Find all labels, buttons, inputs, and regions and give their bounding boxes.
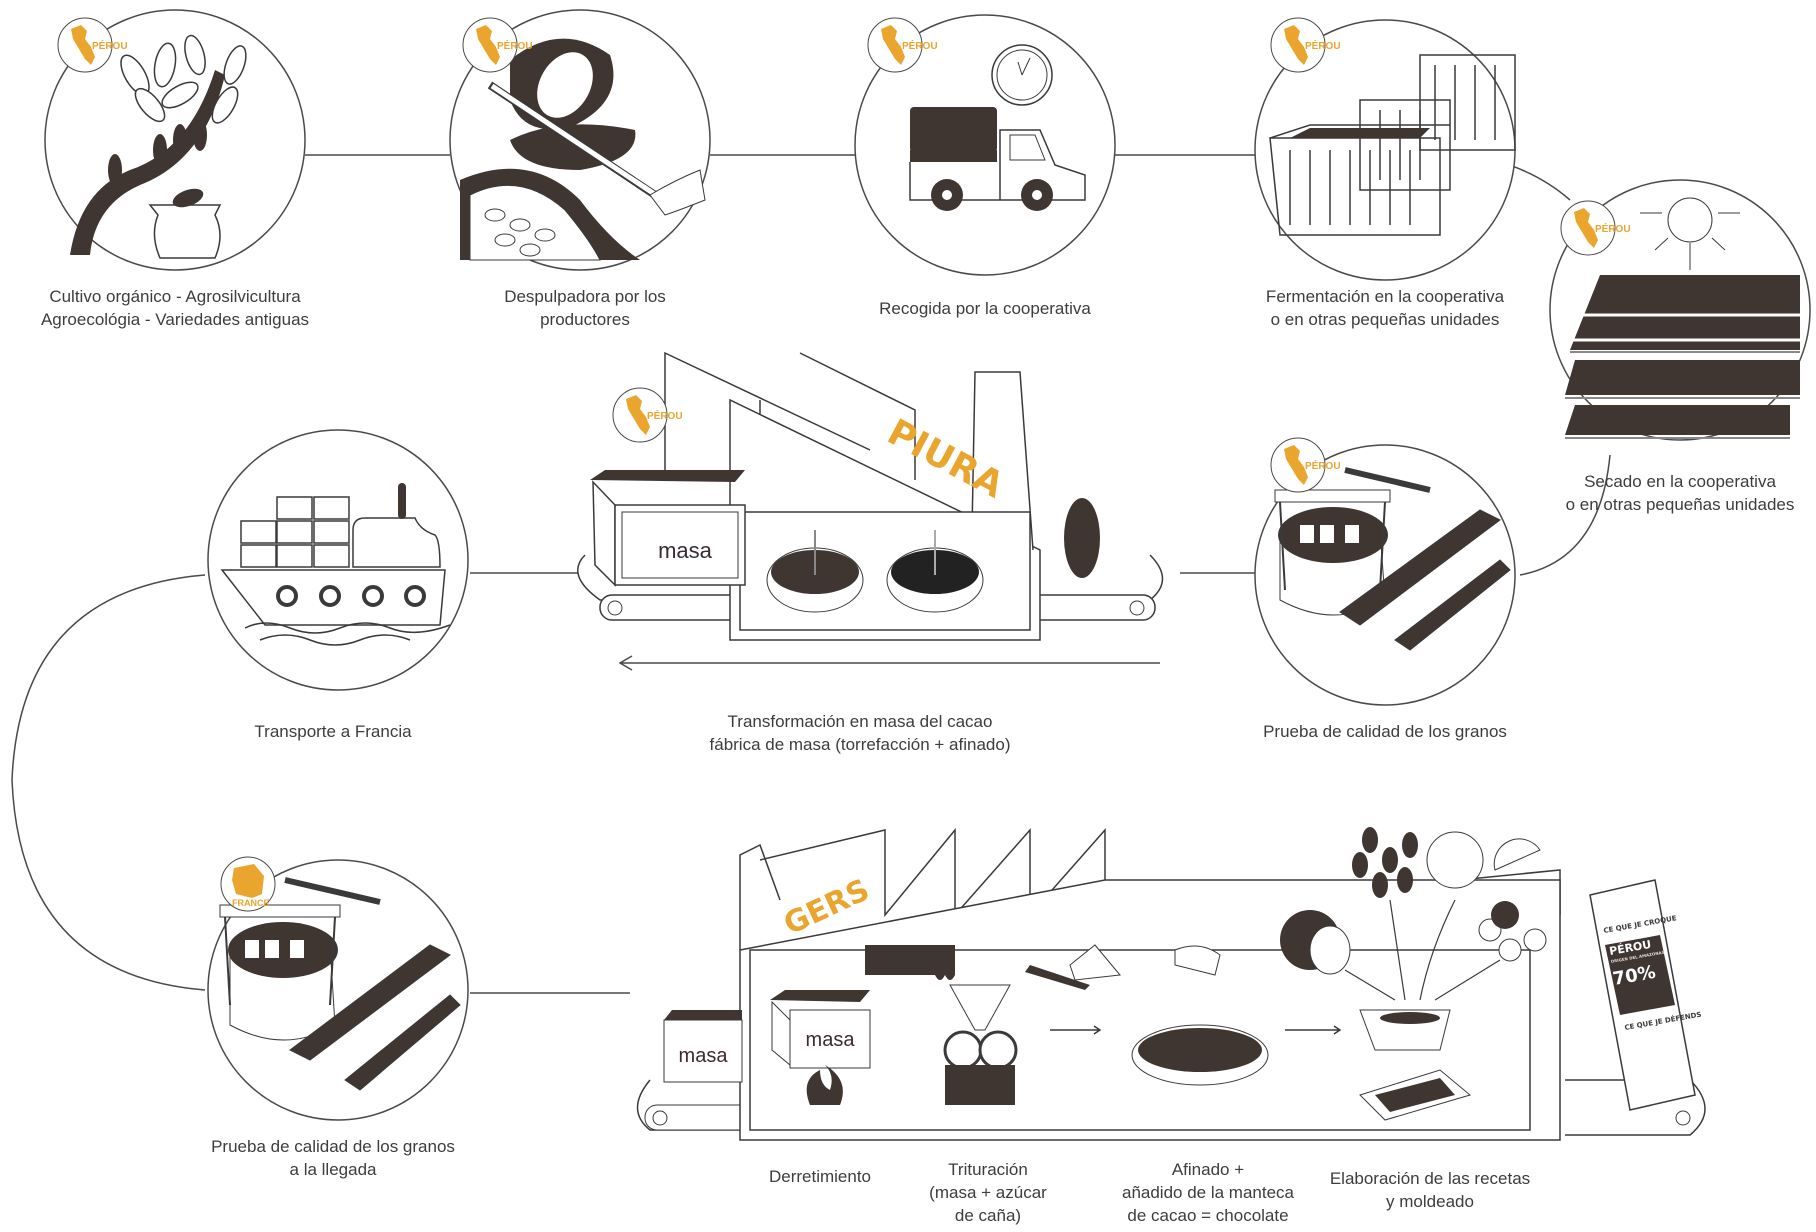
peru-badge-4 — [1270, 17, 1326, 73]
label-line: Recogida por la cooperativa — [879, 299, 1091, 318]
step-transporte-illustration — [207, 429, 469, 691]
step-label-secado: Secado en la cooperativa o en otras pequ… — [1566, 470, 1795, 516]
label-line: Prueba de calidad de los granos — [211, 1137, 455, 1156]
label-line: Transformación en masa del cacao — [727, 712, 993, 731]
label-line: Derretimiento — [768, 1167, 872, 1186]
label-line: Secado en la cooperativa — [1584, 472, 1776, 491]
step-label-transformacion: Transformación en masa del cacao fábrica… — [710, 710, 1011, 756]
connector-5-6 — [1519, 454, 1611, 576]
label-line: Transporte a Francia — [254, 722, 412, 741]
step-secado-illustration — [1549, 179, 1811, 441]
label-line: de cacao = chocolate — [1127, 1206, 1289, 1225]
peru-badge-7 — [612, 387, 668, 443]
label-line: Agroecológia - Variedades antiguas — [40, 310, 310, 329]
connectors — [11, 154, 1611, 994]
flow-arrow-left — [618, 655, 1160, 671]
box-conveyor — [663, 1019, 743, 1083]
step-fermentacion-illustration — [1254, 19, 1516, 281]
step-label-derretimiento: Derretimiento — [769, 1165, 871, 1188]
step-label-recogida: Recogida por la cooperativa — [879, 297, 1091, 320]
step-label-prueba-calidad: Prueba de calidad de los granos — [1263, 720, 1507, 743]
step-despulpadora-illustration — [449, 9, 711, 271]
label-line: Despulpadora por los — [504, 287, 666, 306]
peru-badge-label: PÉROU — [92, 39, 128, 52]
label-line: Prueba de calidad de los granos — [1263, 722, 1507, 741]
peru-badge-3 — [867, 17, 923, 73]
label-line: productores — [540, 310, 630, 329]
label-line: Fermentación en la cooperativa — [1265, 287, 1505, 306]
step-transformacion-illustration — [576, 351, 1164, 641]
step-label-despulpadora: Despulpadora por los productores — [504, 285, 666, 331]
label-line: de caña) — [954, 1206, 1022, 1225]
step-label-transporte: Transporte a Francia — [254, 720, 411, 743]
peru-badge-label: PÉROU — [902, 39, 938, 52]
step-label-elaboracion: Elaboración de las recetas y moldeado — [1330, 1167, 1530, 1213]
step-recogida-illustration — [854, 14, 1116, 276]
badge-labels: PÉROU PÉROU PÉROU PÉROU PÉROU PÉROU PÉRO… — [92, 39, 1631, 908]
box-label-derretimiento: masa — [806, 1029, 856, 1051]
label-line: (masa + azúcar — [929, 1183, 1047, 1202]
box-label-conveyor: masa — [679, 1045, 729, 1067]
peru-badge-label: PÉROU — [1305, 39, 1341, 52]
label-line: Trituración — [948, 1160, 1028, 1179]
france-badge-label: FRANCE — [232, 898, 270, 908]
step-cultivo-illustration — [44, 9, 306, 271]
peru-badge-label: PÉROU — [647, 409, 683, 422]
badges — [57, 17, 1616, 912]
peru-badge-label: PÉROU — [497, 39, 533, 52]
peru-badge-2 — [462, 17, 518, 73]
peru-badge-5 — [1560, 200, 1616, 256]
step-gers-factory-illustration — [636, 827, 1706, 1141]
peru-badge-1 — [57, 17, 113, 73]
step-label-fermentacion: Fermentación en la cooperativa o en otra… — [1266, 285, 1504, 331]
france-badge — [220, 856, 276, 912]
box-conveyor-lid — [664, 1010, 742, 1020]
box-label-piura: masa — [658, 538, 713, 563]
step-label-prueba-llegada: Prueba de calidad de los granos a la lle… — [211, 1135, 455, 1181]
label-line: o en otras pequeñas unidades — [1270, 310, 1500, 329]
label-line: o en otras pequeñas unidades — [1565, 495, 1795, 514]
peru-badge-label: PÉROU — [1595, 222, 1631, 235]
label-line: fábrica de masa (torrefacción + afinado) — [709, 735, 1011, 754]
label-line: añadido de la manteca — [1121, 1183, 1295, 1202]
label-line: a la llegada — [289, 1160, 377, 1179]
label-line: Elaboración de las recetas — [1329, 1169, 1531, 1188]
connector-8-9 — [11, 574, 206, 991]
step-prueba-calidad-illustration — [1254, 444, 1516, 706]
peru-badge-6 — [1270, 437, 1326, 493]
step-prueba-llegada-illustration — [207, 859, 469, 1121]
peru-badge-label: PÉROU — [1305, 459, 1341, 472]
step-label-trituracion: Trituración (masa + azúcar de caña) — [929, 1158, 1047, 1227]
label-line: Cultivo orgánico - Agrosilvicultura — [49, 287, 301, 306]
step-label-cultivo: Cultivo orgánico - Agrosilvicultura Agro… — [41, 285, 309, 331]
step-label-afinado: Afinado + añadido de la manteca de cacao… — [1122, 1158, 1294, 1227]
label-line: y moldeado — [1386, 1192, 1474, 1211]
label-line: Afinado + — [1171, 1160, 1245, 1179]
